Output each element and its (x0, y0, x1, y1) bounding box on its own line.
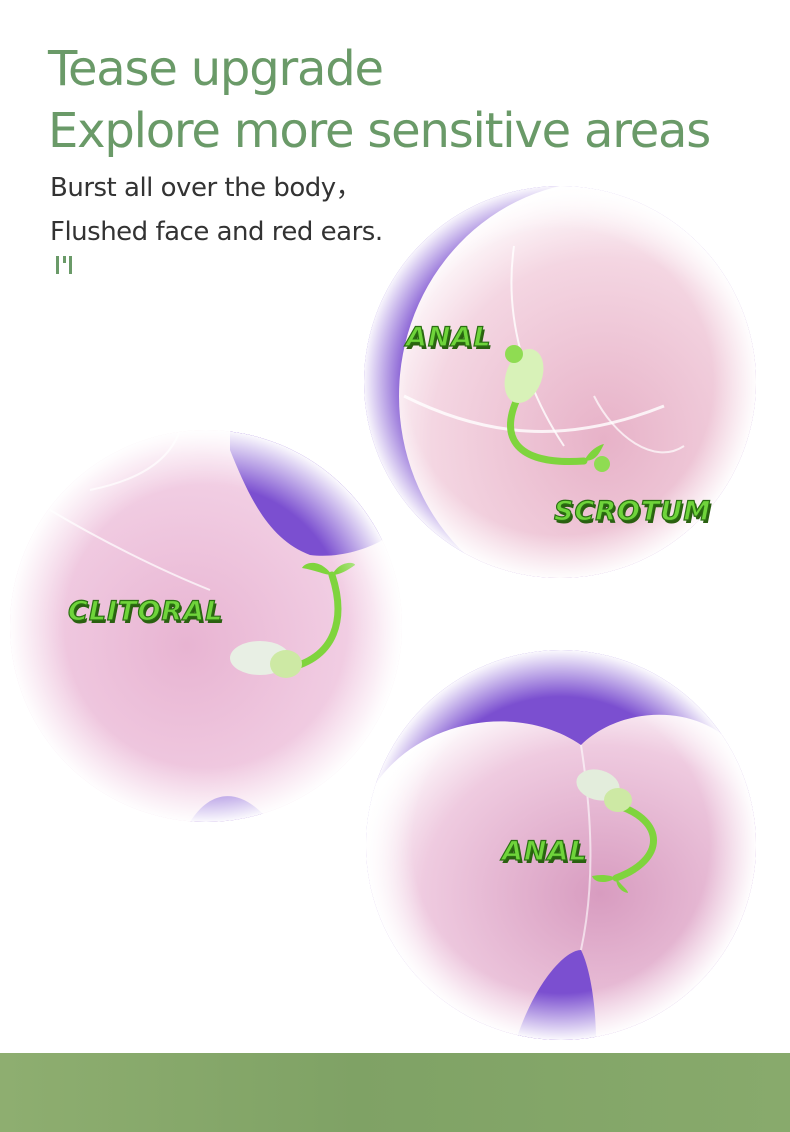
footer-band (0, 1053, 790, 1132)
label-anal-bottom: ANAL (501, 835, 588, 867)
bubble-middle-left-illustration (10, 430, 402, 822)
page-headline: Tease upgrade Explore more sensitive are… (48, 38, 711, 162)
page-subtitle: Burst all over the body， Flushed face an… (50, 166, 383, 254)
subtitle-line-2: Flushed face and red ears. (50, 217, 383, 247)
label-clitoral: CLITORAL (67, 595, 224, 627)
bubble-top-right-illustration (364, 186, 756, 578)
headline-line-1: Tease upgrade (48, 41, 384, 97)
bubble-bottom-right: ANAL (366, 650, 756, 1040)
subtitle-line-1: Burst all over the body， (50, 173, 362, 203)
bubble-top-right: ANAL SCROTUM (364, 186, 756, 578)
decorative-divider-mark (56, 256, 76, 274)
bubble-middle-left: CLITORAL (10, 430, 402, 822)
bubble-bottom-right-illustration (366, 650, 756, 1040)
headline-line-2: Explore more sensitive areas (48, 103, 711, 159)
label-anal-top: ANAL (405, 321, 492, 353)
label-scrotum: SCROTUM (553, 495, 712, 527)
